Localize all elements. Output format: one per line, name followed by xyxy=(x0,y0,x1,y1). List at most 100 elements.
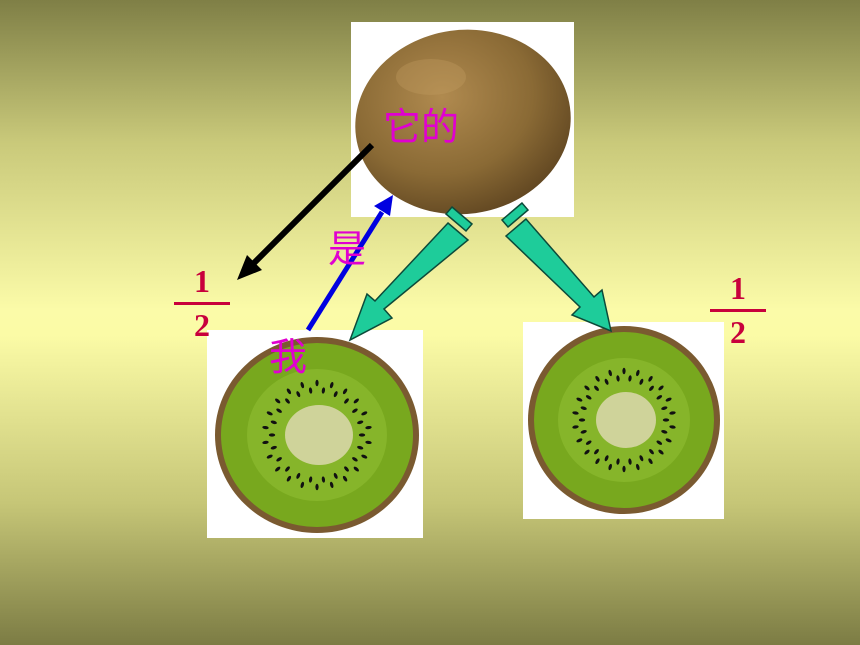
kiwi-seed xyxy=(580,430,587,434)
kiwi-seed xyxy=(361,411,368,416)
kiwi-seed xyxy=(636,369,640,377)
kiwi-seed xyxy=(594,385,599,391)
kiwi-seed xyxy=(595,458,600,465)
kiwi-seed xyxy=(585,440,592,445)
fraction-left: 1 2 xyxy=(174,265,230,341)
kiwi-seed xyxy=(669,411,676,415)
kiwi-seed xyxy=(622,465,626,473)
fraction-right: 1 2 xyxy=(710,272,766,348)
kiwi-seed xyxy=(315,379,319,387)
black-arrow xyxy=(237,142,375,280)
kiwi-seed xyxy=(353,466,359,472)
kiwi-seed xyxy=(648,458,653,465)
kiwi-seed xyxy=(365,425,372,430)
kiwi-seed xyxy=(576,438,583,443)
kiwi-seed xyxy=(300,481,305,489)
kiwi-seed xyxy=(333,472,338,479)
kiwi-seed xyxy=(585,395,592,400)
kiwi-seed xyxy=(270,445,277,450)
kiwi-seed xyxy=(342,475,348,482)
kiwi-seed xyxy=(352,457,358,462)
kiwi-seed xyxy=(578,418,586,422)
kiwi-seed xyxy=(342,388,348,395)
kiwi-seed xyxy=(333,391,338,398)
kiwi-seed xyxy=(275,398,281,404)
kiwi-seed xyxy=(361,454,368,459)
kiwi-seed xyxy=(636,463,640,471)
kiwi-seed xyxy=(285,398,290,404)
kiwi-seed xyxy=(329,481,334,489)
fraction-left-bar xyxy=(174,302,230,305)
kiwi-half-left-image xyxy=(207,330,423,538)
blue-arrow xyxy=(305,195,393,332)
kiwi-seed xyxy=(285,466,290,472)
kiwi-seed xyxy=(352,408,358,413)
fraction-right-numerator: 1 xyxy=(730,270,746,306)
kiwi-seed xyxy=(286,475,292,482)
kiwi-seed xyxy=(639,378,644,385)
kiwi-seed xyxy=(628,458,632,465)
kiwi-seed xyxy=(321,387,326,394)
kiwi-seed xyxy=(604,378,609,385)
kiwi-seed xyxy=(658,449,664,455)
kiwi-seed xyxy=(595,375,600,382)
kiwi-seed xyxy=(580,406,587,410)
kiwi-seed xyxy=(616,458,620,465)
kiwi-seed xyxy=(365,440,372,445)
label-is: 是 xyxy=(328,227,367,271)
label-me: 我 xyxy=(269,335,308,379)
teal-arrow-right xyxy=(500,201,613,333)
kiwi-seed xyxy=(661,430,668,434)
label-its: 它的 xyxy=(383,105,460,149)
kiwi-seed xyxy=(357,445,364,450)
kiwi-seed xyxy=(628,375,632,382)
kiwi-seed xyxy=(296,472,301,479)
fraction-left-numerator: 1 xyxy=(194,263,210,299)
kiwi-seed xyxy=(616,375,620,382)
kiwi-seed xyxy=(572,425,579,429)
kiwi-seed xyxy=(661,406,668,410)
kiwi-half-right-image xyxy=(523,322,724,519)
kiwi-seed xyxy=(656,440,663,445)
kiwi-seed xyxy=(266,411,273,416)
kiwi-seed xyxy=(594,449,599,455)
kiwi-seed xyxy=(321,476,326,483)
kiwi-seed xyxy=(584,385,590,391)
kiwi-seed xyxy=(572,411,579,415)
kiwi-seed xyxy=(669,425,676,429)
kiwi-seed xyxy=(270,420,277,425)
kiwi-seed xyxy=(648,375,653,382)
fraction-left-denominator: 2 xyxy=(194,307,210,343)
kiwi-seed xyxy=(315,483,319,491)
kiwi-seed xyxy=(329,381,334,389)
teal-arrow-left xyxy=(348,205,474,342)
kiwi-seed xyxy=(344,466,349,472)
kiwi-seed xyxy=(649,385,654,391)
kiwi-seed xyxy=(276,457,282,462)
kiwi-seed xyxy=(266,454,273,459)
fraction-right-denominator: 2 xyxy=(730,314,746,350)
kiwi-seed xyxy=(308,476,313,483)
whole-kiwi-image xyxy=(351,22,574,217)
kiwi-seed xyxy=(262,425,269,430)
kiwi-seed xyxy=(665,397,672,402)
kiwi-seed xyxy=(357,420,364,425)
kiwi-seed xyxy=(649,449,654,455)
kiwi-seed xyxy=(639,455,644,462)
kiwi-seed xyxy=(665,438,672,443)
kiwi-seed xyxy=(662,418,670,422)
kiwi-seed xyxy=(276,408,282,413)
kiwi-seed xyxy=(286,388,292,395)
kiwi-seed xyxy=(262,440,269,445)
kiwi-seed xyxy=(656,395,663,400)
kiwi-seed xyxy=(358,433,366,437)
kiwi-seed xyxy=(300,381,305,389)
fraction-right-bar xyxy=(710,309,766,312)
kiwi-seed xyxy=(622,367,626,375)
kiwi-seed xyxy=(353,398,359,404)
kiwi-seed xyxy=(576,397,583,402)
kiwi-seed xyxy=(308,387,313,394)
kiwi-seed xyxy=(296,391,301,398)
kiwi-seed xyxy=(658,385,664,391)
